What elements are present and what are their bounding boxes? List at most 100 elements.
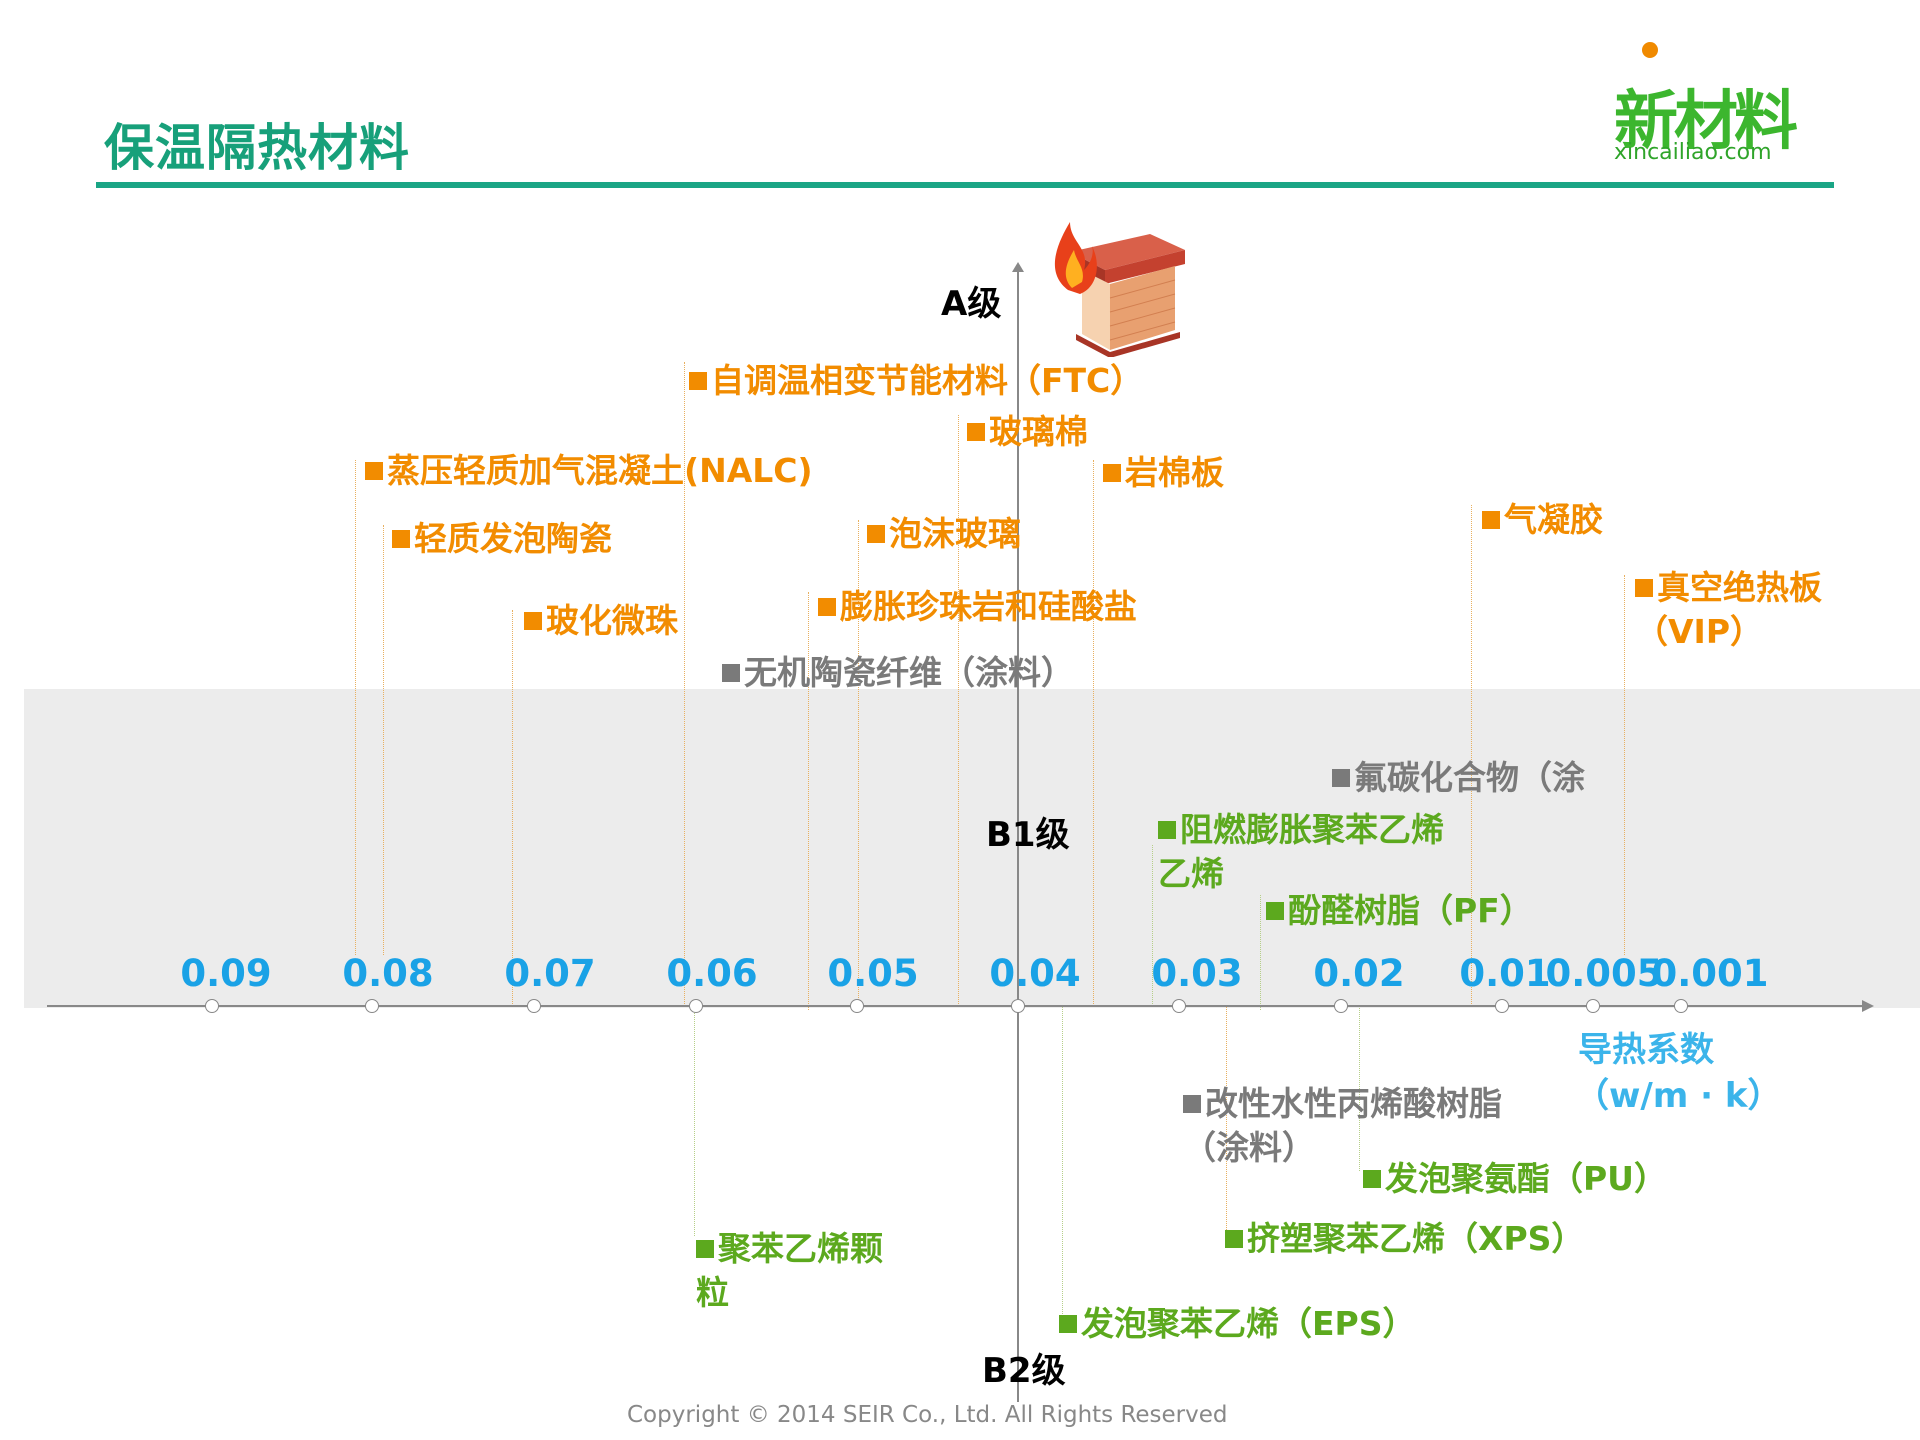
- bullet-square-icon: [365, 462, 383, 480]
- leader-line: [1093, 460, 1095, 1004]
- material-label: 岩棉板: [1125, 453, 1224, 492]
- axis-unit: （w/m · k）: [1575, 1076, 1782, 1116]
- grade-a-label: A级: [941, 284, 1002, 324]
- material-label: 氟碳化合物（涂: [1354, 758, 1585, 797]
- material-label: 玻璃棉: [989, 412, 1088, 451]
- bullet-square-icon: [689, 372, 707, 390]
- material-label: 改性水性丙烯酸树脂: [1205, 1084, 1502, 1123]
- tick-marker: [1334, 999, 1348, 1013]
- material-label: 酚醛树脂（PF）: [1288, 891, 1533, 930]
- tick-marker: [1172, 999, 1186, 1013]
- conductivity-axis: [47, 1005, 1867, 1007]
- arrow-right-icon: [1862, 1000, 1874, 1012]
- tick-marker: [365, 999, 379, 1013]
- logo-text: 新材料: [1614, 85, 1798, 159]
- tick-label: 0.001: [1651, 952, 1769, 995]
- fire-brick-icon: [1054, 222, 1185, 357]
- material-label: 粒: [696, 1273, 729, 1312]
- leader-line: [1226, 1006, 1228, 1232]
- material-label: 玻化微珠: [546, 601, 678, 640]
- tick-label: 0.06: [666, 952, 758, 995]
- logo-dot-icon: [1642, 42, 1658, 58]
- material-eps-granule: 聚苯乙烯颗粒: [696, 1227, 883, 1315]
- tick-label: 0.04: [989, 952, 1081, 995]
- grade-b1-label: B1级: [986, 815, 1070, 855]
- material-label: 气凝胶: [1504, 500, 1603, 539]
- material-label: 阻燃膨胀聚苯乙烯: [1180, 810, 1444, 849]
- bullet-square-icon: [1332, 769, 1350, 787]
- material-rock-wool: 岩棉板: [1103, 451, 1224, 495]
- page-title: 保温隔热材料: [104, 119, 410, 177]
- material-fluorocarbon: 氟碳化合物（涂: [1332, 756, 1585, 800]
- fire-grade-axis: [1017, 268, 1019, 1402]
- arrow-up-icon: [1012, 262, 1024, 272]
- material-foam-glass: 泡沫玻璃: [867, 512, 1021, 556]
- material-label: 蒸压轻质加气混凝土(NALC): [387, 451, 813, 490]
- bullet-square-icon: [1158, 821, 1176, 839]
- leader-line: [1471, 505, 1473, 1004]
- bullet-square-icon: [1266, 902, 1284, 920]
- axis-title: 导热系数: [1578, 1030, 1714, 1070]
- bullet-square-icon: [722, 664, 740, 682]
- material-ftc: 自调温相变节能材料（FTC）: [689, 359, 1143, 403]
- leader-line: [684, 362, 686, 1004]
- leader-line: [808, 592, 810, 1010]
- material-label: 挤塑聚苯乙烯（XPS）: [1247, 1219, 1585, 1258]
- title-divider: [96, 182, 1834, 188]
- material-label: 膨胀珍珠岩和硅酸盐: [840, 587, 1137, 626]
- tick-marker: [1011, 999, 1025, 1013]
- copyright: Copyright © 2014 SEIR Co., Ltd. All Righ…: [627, 1402, 1228, 1428]
- tick-label: 0.02: [1313, 952, 1405, 995]
- tick-label: 0.03: [1151, 952, 1243, 995]
- bullet-square-icon: [818, 598, 836, 616]
- material-vip: 真空绝热板 （VIP）: [1635, 566, 1822, 654]
- material-label: （涂料）: [1183, 1128, 1315, 1167]
- material-glazed-bead: 玻化微珠: [524, 599, 678, 643]
- material-aerogel: 气凝胶: [1482, 498, 1603, 542]
- bullet-square-icon: [867, 525, 885, 543]
- tick-label: 0.07: [504, 952, 596, 995]
- bullet-square-icon: [1103, 464, 1121, 482]
- grade-b2-label: B2级: [982, 1351, 1066, 1391]
- bullet-square-icon: [1183, 1095, 1201, 1113]
- material-foam-ceramic: 轻质发泡陶瓷: [392, 517, 612, 561]
- material-pf: 酚醛树脂（PF）: [1266, 889, 1533, 933]
- leader-line: [512, 610, 514, 1004]
- logo: 新材料 xincailiao.com: [1610, 40, 1840, 170]
- material-label: 真空绝热板: [1657, 568, 1822, 607]
- tick-label: 0.09: [180, 952, 272, 995]
- material-xps: 挤塑聚苯乙烯（XPS）: [1225, 1217, 1584, 1261]
- material-nalc: 蒸压轻质加气混凝土(NALC): [365, 449, 813, 493]
- material-label: 聚苯乙烯颗: [718, 1229, 883, 1268]
- tick-marker: [1674, 999, 1688, 1013]
- tick-marker: [205, 999, 219, 1013]
- tick-label: 0.01: [1459, 952, 1551, 995]
- material-fr-eps: 阻燃膨胀聚苯乙烯乙烯: [1158, 808, 1444, 896]
- tick-label: 0.08: [342, 952, 434, 995]
- leader-line: [1152, 845, 1154, 1004]
- leader-line: [694, 1006, 696, 1236]
- material-pu: 发泡聚氨酯（PU）: [1363, 1157, 1667, 1201]
- bullet-square-icon: [967, 423, 985, 441]
- material-perlite: 膨胀珍珠岩和硅酸盐: [818, 585, 1137, 629]
- leader-line: [1062, 1006, 1064, 1316]
- tick-label: 0.005: [1545, 952, 1663, 995]
- leader-line: [1359, 1006, 1361, 1171]
- material-label: 轻质发泡陶瓷: [414, 519, 612, 558]
- bullet-square-icon: [696, 1240, 714, 1258]
- material-ceramic-fiber: 无机陶瓷纤维（涂料）: [722, 651, 1074, 695]
- bullet-square-icon: [392, 530, 410, 548]
- bullet-square-icon: [1482, 511, 1500, 529]
- tick-marker: [850, 999, 864, 1013]
- material-label: 泡沫玻璃: [889, 514, 1021, 553]
- material-label: （VIP）: [1635, 612, 1764, 651]
- tick-label: 0.05: [827, 952, 919, 995]
- material-label: 乙烯: [1158, 854, 1224, 893]
- tick-marker: [527, 999, 541, 1013]
- bullet-square-icon: [524, 612, 542, 630]
- leader-line: [1624, 575, 1626, 955]
- logo-url: xincailiao.com: [1614, 140, 1772, 165]
- b1-zone-band: [24, 689, 1920, 1008]
- material-glass-wool: 玻璃棉: [967, 410, 1088, 454]
- material-label: 自调温相变节能材料（FTC）: [711, 361, 1144, 400]
